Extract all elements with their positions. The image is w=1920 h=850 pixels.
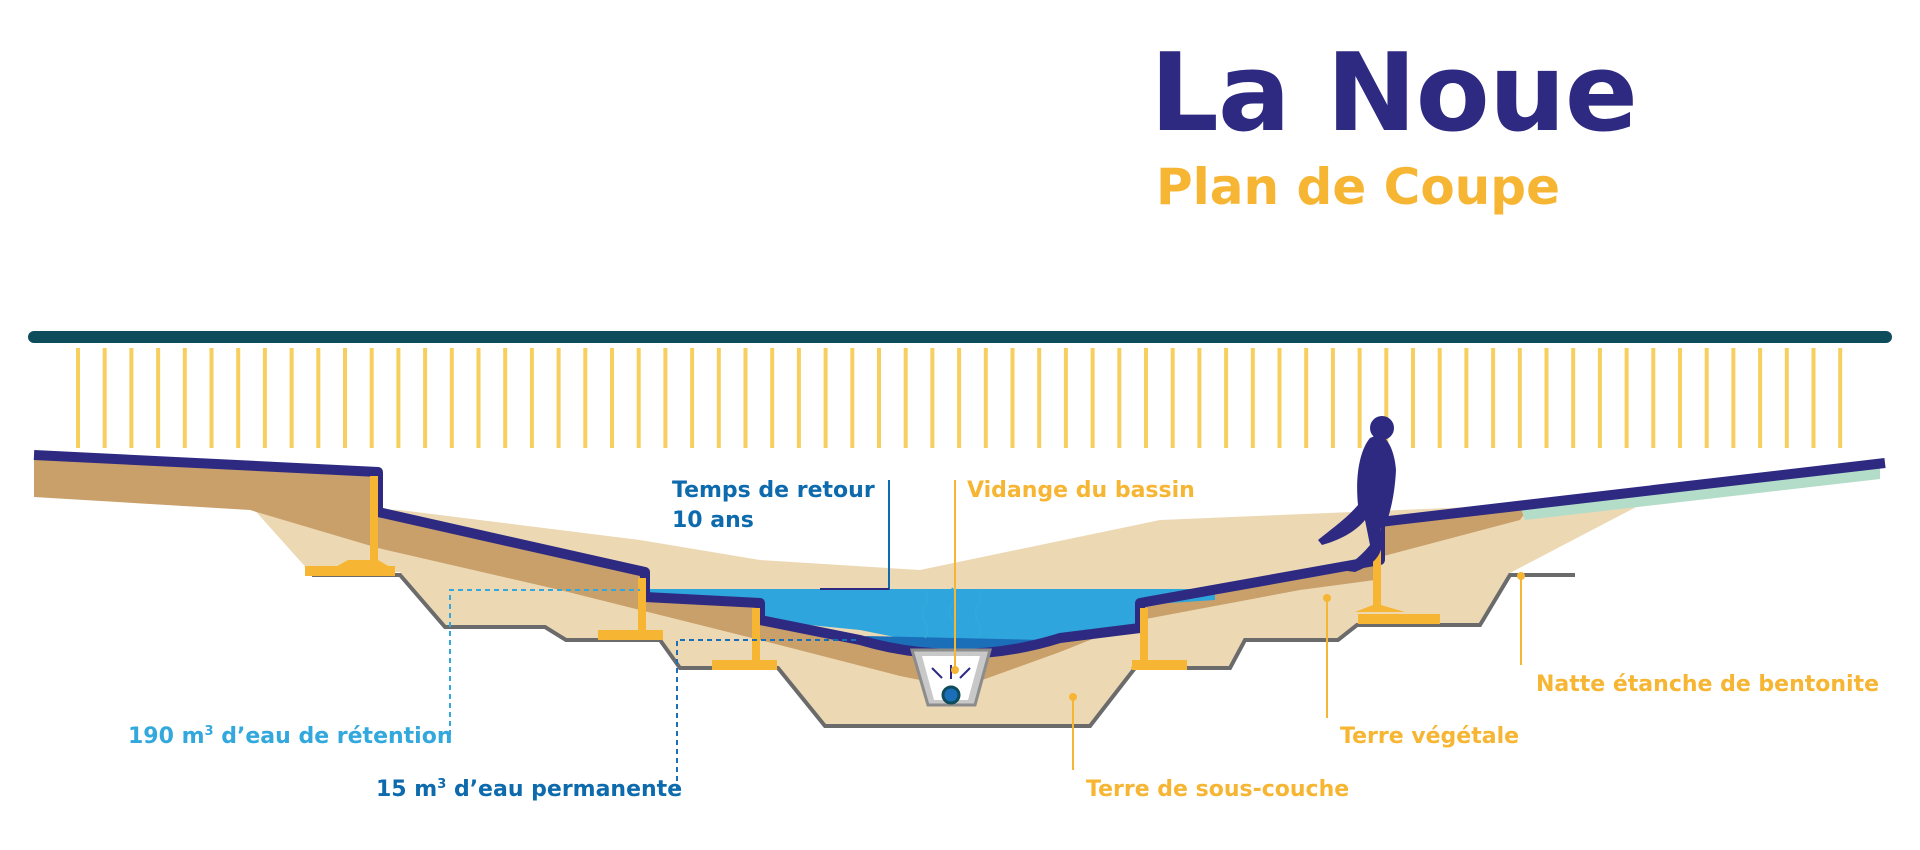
topsoil-label: Terre végétale xyxy=(1340,724,1520,749)
rain-group xyxy=(28,331,1892,448)
excavation-outline xyxy=(312,573,1575,728)
permanent-volume-text: d’eau permanente xyxy=(453,777,683,802)
drain-pipe-icon xyxy=(941,685,961,705)
person-silhouette-icon xyxy=(1318,416,1396,572)
return-period-line2: 10 ans xyxy=(672,507,754,533)
support-footings xyxy=(305,476,1440,670)
permanent-volume-unit: m xyxy=(414,777,438,802)
retention-volume-exponent: 3 xyxy=(204,724,214,739)
permanent-volume-value: 15 xyxy=(376,777,407,802)
retention-volume-value: 190 xyxy=(128,724,174,749)
retention-volume-text: d’eau de rétention xyxy=(221,724,453,749)
page-subtitle: Plan de Coupe xyxy=(1156,158,1560,216)
return-period-label: Temps de retour 10 ans xyxy=(672,476,875,535)
drain-structure xyxy=(910,587,992,707)
permanent-volume-label: 15 m3 d’eau permanente xyxy=(376,775,682,805)
page-title: La Noue xyxy=(1150,31,1638,156)
retention-volume-unit: m xyxy=(181,724,205,749)
rain-lines xyxy=(76,348,1843,448)
bentonite-label: Natte étanche de bentonite xyxy=(1536,672,1880,697)
permanent-volume-exponent: 3 xyxy=(437,777,447,792)
basin-drain-label: Vidange du bassin xyxy=(967,478,1195,503)
subsoil-label: Terre de sous-couche xyxy=(1086,777,1350,802)
topsoil-layer xyxy=(34,455,1530,688)
leader-lines xyxy=(449,480,1525,790)
retention-volume-label: 190 m3 d’eau de rétention xyxy=(128,722,453,752)
return-period-line1: Temps de retour xyxy=(672,478,875,503)
